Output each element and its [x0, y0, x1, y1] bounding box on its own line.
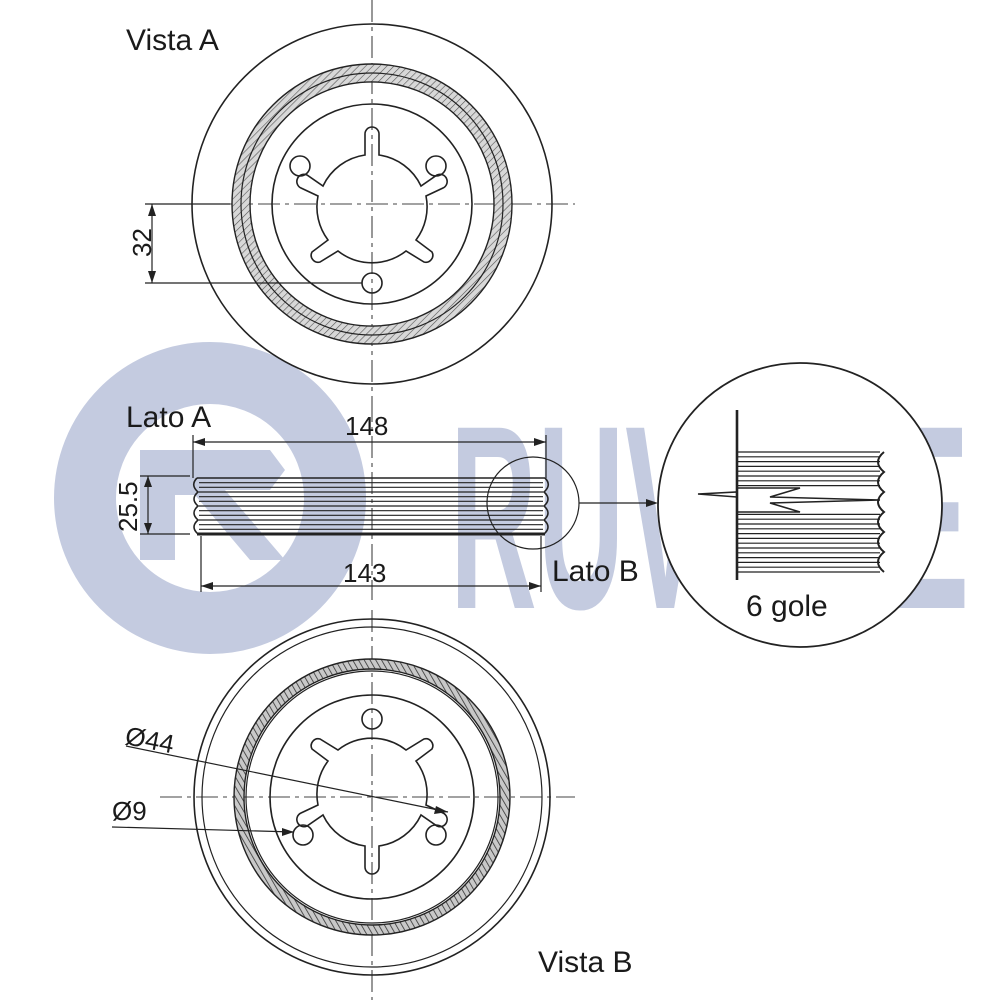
view-a-bolt-hole: [425, 155, 447, 177]
dim-32-label: 32: [127, 228, 157, 257]
dim-9-label: Ø9: [112, 796, 147, 826]
side-view: Lato A 148 25.5: [113, 400, 658, 600]
dimension-thickness: 25.5: [113, 475, 190, 535]
view-b-hub: [296, 737, 448, 875]
side-b-label: Lato B: [552, 555, 639, 588]
view-a: 32 Vista A: [126, 0, 575, 400]
view-b-label: Vista B: [538, 946, 633, 979]
dimension-center-bore: Ø44: [123, 720, 449, 814]
grooves-label: 6 gole: [746, 590, 828, 623]
view-b-damper-ring: [233, 658, 511, 936]
dimension-bolt-offset: 32: [127, 203, 362, 284]
view-b-outer-rim: [193, 618, 551, 976]
dim-148-label: 148: [345, 411, 388, 441]
view-a-bolt-hole: [289, 155, 311, 177]
side-a-label: Lato A: [126, 401, 211, 434]
pulley-profile: [192, 477, 550, 536]
dimension-outer-width: 148: [192, 411, 547, 478]
view-b: Ø44 Ø9 Vista B: [111, 610, 633, 1000]
detail-profile: [737, 487, 881, 513]
dim-25-5-label: 25.5: [113, 481, 143, 532]
view-b-bolt-hole: [292, 824, 314, 846]
dimension-inner-width: 143: [200, 536, 542, 592]
dimension-bolt-hole: Ø9: [111, 796, 295, 836]
view-a-hub: [296, 126, 448, 264]
view-b-bolt-hole: [425, 824, 447, 846]
view-a-label: Vista A: [126, 24, 219, 57]
view-b-bolt-hole: [361, 708, 383, 730]
groove-detail: 6 gole: [657, 362, 943, 648]
dim-143-label: 143: [343, 558, 386, 588]
view-a-damper-ring: [231, 63, 513, 345]
dim-44-label: Ø44: [123, 720, 177, 759]
